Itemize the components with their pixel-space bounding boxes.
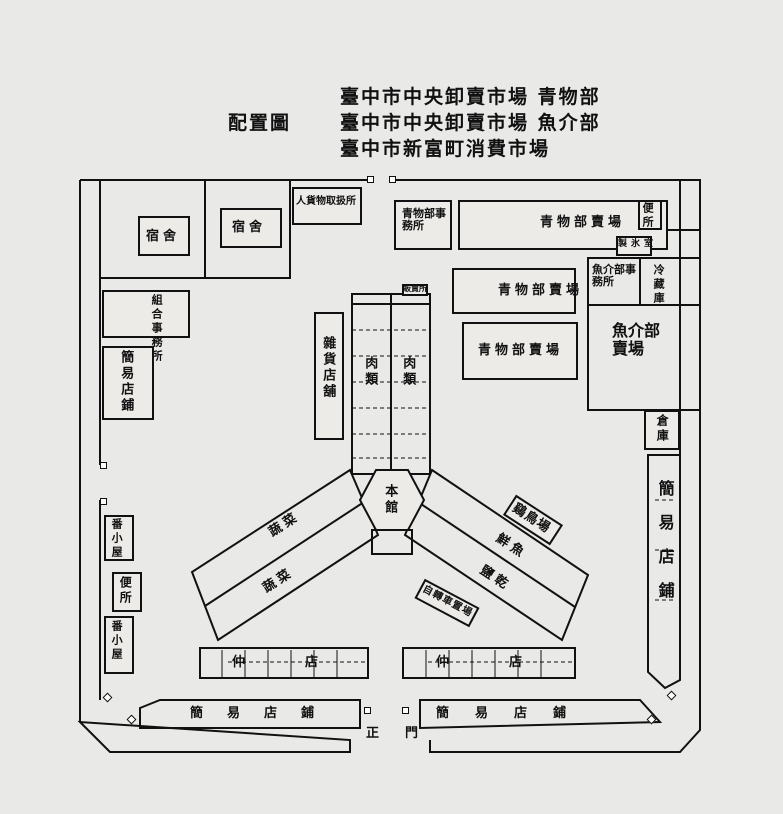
- dorm-1: [138, 216, 190, 256]
- central-building: [190, 293, 590, 642]
- toilet-2-label: 便所: [118, 576, 133, 606]
- storefront-right-outline: [402, 647, 576, 679]
- marker-left-1: [100, 462, 107, 469]
- small-stall-label: 人貨物取扱所: [296, 196, 356, 207]
- cold-storage-label: 冷藏庫: [652, 264, 666, 306]
- small-stall: [292, 187, 362, 225]
- meat-1-label: 肉類: [362, 356, 378, 388]
- guard-hut-1: [104, 515, 134, 561]
- warehouse: [644, 410, 680, 450]
- toilet-2: [112, 572, 142, 612]
- ice-room-label: 製氷室: [618, 239, 658, 249]
- storefront-left-label: 仲店: [232, 655, 379, 670]
- marker-left-2: [100, 498, 107, 505]
- veg-market-3-label: 青物部賣場: [478, 343, 564, 358]
- storefront-right-label: 仲店: [436, 655, 583, 670]
- gate-post-bottom-left: [364, 707, 371, 714]
- dorm-2-label: 宿舍: [232, 220, 267, 235]
- goods-store-label: 雜貨店舖: [320, 336, 336, 400]
- veg-office-label: 青物部事務所: [402, 207, 446, 233]
- simple-store-left-label: 簡易店鋪: [118, 350, 134, 414]
- veg-office: [394, 200, 452, 250]
- simple-store-right-label: 簡易店鋪: [655, 480, 675, 616]
- toilet-1-label: 便所: [641, 202, 655, 230]
- title-line-3: 臺中市新富町消費市場: [340, 138, 551, 160]
- ice-room: [616, 236, 652, 256]
- fish-market-label: 魚介部賣場: [612, 321, 661, 358]
- storefront-left-outline: [199, 647, 369, 679]
- title-line-1: 臺中市中央卸賣市場 青物部: [340, 86, 601, 108]
- gate-post-bottom-right: [402, 707, 409, 714]
- main-gate-label: 正門: [366, 726, 445, 741]
- bottom-left-label: 簡易店鋪: [190, 706, 339, 721]
- veg-market-3: [462, 322, 578, 380]
- simple-store-left: [102, 346, 154, 420]
- dorm-compound: [99, 179, 291, 279]
- toilet-1: [638, 200, 662, 230]
- dorm-1-label: 宿舍: [146, 229, 181, 244]
- fish-office-label: 魚介部事務所: [592, 263, 636, 289]
- guard-hut-1-label: 番小屋: [110, 518, 124, 560]
- meat-2-label: 肉類: [400, 356, 416, 388]
- warehouse-label: 倉庫: [655, 414, 670, 444]
- gate-post-top-left: [367, 176, 374, 183]
- goods-store: [314, 312, 344, 440]
- veg-market-2-label: 青物部賣場: [498, 283, 584, 298]
- title-layout: 配置圖: [228, 112, 292, 134]
- dorm-2: [220, 208, 282, 248]
- honkan-label: 本館: [382, 484, 398, 516]
- title-line-2: 臺中市中央卸賣市場 魚介部: [340, 112, 601, 134]
- veg-market-1-label: 青物部賣場: [540, 215, 626, 230]
- guard-hut-2-label: 番小屋: [110, 620, 124, 662]
- gate-post-top-right: [389, 176, 396, 183]
- guard-hut-2: [104, 616, 134, 674]
- veg-market-2: [452, 268, 576, 314]
- top-stall: [402, 284, 428, 296]
- top-stall-label: 販賣所: [403, 283, 427, 293]
- office-left: [102, 290, 190, 338]
- bottom-right-label: 簡易店鋪: [436, 706, 593, 721]
